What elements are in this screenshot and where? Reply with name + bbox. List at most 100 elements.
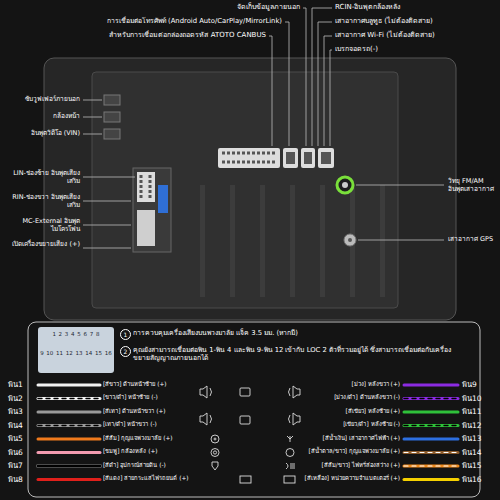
- rib: [380, 185, 385, 297]
- leader-line: [83, 201, 131, 202]
- pin-number: พิน8: [8, 475, 38, 484]
- car-icon: [240, 416, 250, 424]
- leader-line: [83, 117, 102, 118]
- callout-label: เสาอากาศ Wi-Fi (ไม่ต้องติดสาย): [335, 31, 495, 40]
- socket: [286, 152, 295, 164]
- speaker-icon: [200, 413, 207, 425]
- steering-wheel-icon: [211, 435, 219, 443]
- pin-function: [ม่วง/ดำ] ด้านหลังขวา (-): [300, 394, 400, 401]
- socket-pin: [342, 182, 348, 188]
- port: [104, 95, 120, 105]
- rca-ports: [104, 95, 120, 139]
- rib: [320, 185, 325, 297]
- leader-line: [83, 177, 135, 178]
- rib: [290, 185, 295, 297]
- connector: [218, 148, 280, 168]
- wire: [404, 411, 458, 414]
- steering-wheel-hub: [214, 438, 216, 440]
- wire: [38, 478, 100, 481]
- wire: [404, 465, 458, 468]
- wire-stripe: [404, 425, 458, 426]
- callout-label: MC-External อินพุตไมโครโฟน: [4, 217, 80, 233]
- pin-function: [สีขาว] ด้านหน้าซ้าย (+): [103, 381, 195, 388]
- headlight-icon: [286, 463, 295, 469]
- ground-icon: [212, 462, 218, 470]
- wire-stripe: [404, 465, 458, 466]
- wire: [38, 397, 100, 400]
- wire: [404, 397, 458, 400]
- rib: [200, 185, 205, 297]
- pin-number: พิน3: [8, 407, 38, 416]
- port: [104, 129, 120, 139]
- rib: [260, 185, 265, 297]
- pin-function: [สีแดง] สายกระแสไฟรถยนต์ (+): [103, 475, 195, 482]
- leader-line: [330, 50, 332, 146]
- leader-line: [312, 8, 332, 146]
- pin-number: พิน16: [462, 475, 498, 484]
- pin-number: พิน13: [462, 434, 498, 443]
- speaker-wave: [289, 388, 291, 396]
- connector: [137, 210, 155, 246]
- connector: [137, 172, 155, 202]
- callout-label: เสาอากาศ GPS: [448, 235, 498, 243]
- head-unit-housing: [44, 58, 456, 320]
- wires: [38, 385, 458, 480]
- leader-line: [83, 225, 131, 226]
- rib: [230, 185, 235, 297]
- connector: [283, 148, 298, 168]
- top-connectors: [218, 148, 334, 168]
- callout-label: กล้องหน้า: [4, 112, 80, 120]
- leader-line: [358, 240, 444, 241]
- pin-function: [เทา/ดำ] หน้าขวา (-): [103, 421, 195, 428]
- pin-function: [สีดำ] อุปกรณ์สายดิน (-): [103, 462, 195, 469]
- leader-line: [83, 134, 102, 135]
- battery-icon: [240, 476, 251, 483]
- wire: [404, 384, 458, 387]
- callout-label: เปิดเครื่องขยายเสียง (+): [4, 240, 80, 248]
- pin-function: [ม่วง] หลังขวา (+): [300, 381, 400, 388]
- wire: [38, 424, 100, 427]
- wire: [38, 451, 100, 454]
- callout-label: เบรกจอดรถ(-): [335, 45, 495, 54]
- wire-stripe: [404, 398, 458, 399]
- pin-function: [สีส้ม/ขาว] ไฟหรี่ส่องสว่าง (+): [300, 462, 400, 469]
- callout-number: 1: [120, 329, 131, 340]
- pin-number: พิน14: [462, 448, 498, 457]
- pin-function: [สีเขียว] หลังซ้าย (+): [300, 408, 400, 415]
- pins: [222, 161, 276, 164]
- pin-number: พิน6: [8, 448, 38, 457]
- callout-label: RIN-ช่องขวา อินพุตเสียงเสริม: [4, 193, 80, 209]
- pin-function: [เขียว/ดำ] หลังซ้าย (-): [300, 421, 400, 428]
- wire: [38, 411, 100, 414]
- callout-label: อินพุตวิดีโอ (VIN): [4, 129, 80, 137]
- wire: [404, 478, 458, 481]
- leader-line: [83, 248, 131, 249]
- pin-numbers: 9 10 11 12 13 14 15 16: [40, 350, 112, 357]
- port: [104, 112, 120, 122]
- leader-line: [303, 8, 306, 146]
- callout-label: LIN-ช่องซ้าย อินพุตเสียงเสริม: [4, 169, 80, 185]
- pin-function: [ชมพู] กล้องหลัง (+): [103, 448, 195, 455]
- speaker-icon: [200, 386, 207, 398]
- leader-line: [356, 185, 444, 186]
- leader-lines: [83, 8, 444, 248]
- callout-label: ซับวูฟเฟอร์ภายนอก: [4, 95, 80, 103]
- wire: [38, 438, 100, 441]
- icons: [200, 386, 300, 483]
- wire: [404, 424, 458, 427]
- pin-number: พิน12: [462, 421, 498, 430]
- blue-connector: [158, 185, 168, 213]
- leader-line: [324, 36, 332, 146]
- pin-function: [ขาว/ดำ] หน้าซ้าย (-): [103, 394, 195, 401]
- wire-stripe: [38, 398, 100, 399]
- pin-number: พิน11: [462, 407, 498, 416]
- connector: [301, 148, 315, 168]
- socket-pin: [348, 238, 352, 242]
- gps-socket: [344, 234, 356, 246]
- info-panel: [28, 322, 480, 497]
- socket: [321, 152, 331, 164]
- wire: [38, 384, 100, 387]
- pin-numbers: 1 2 3 4 5 6 7 8: [40, 331, 112, 338]
